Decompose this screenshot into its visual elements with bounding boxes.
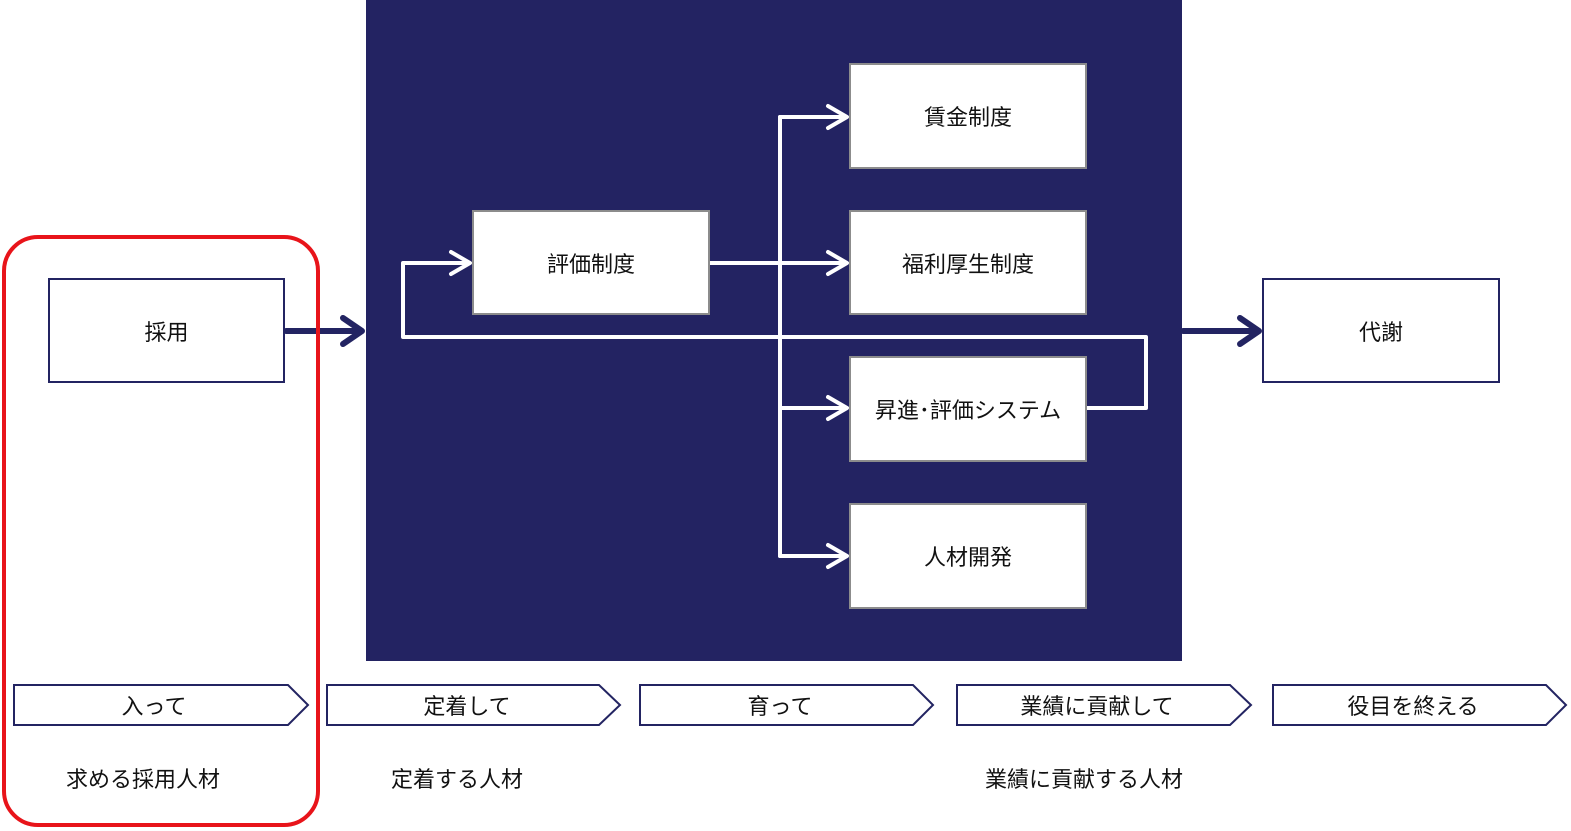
box-welfare-label: 福利厚生制度	[901, 252, 1034, 278]
stage-chevron-3	[639, 684, 935, 726]
box-metabolism-label: 代謝	[1358, 320, 1403, 346]
recruitment-highlight-frame	[2, 235, 320, 827]
arrowhead-wage	[826, 104, 849, 130]
stage-label-2: 定着して	[423, 695, 511, 720]
stage-chevron-1	[13, 684, 310, 726]
box-recruitment-label: 採用	[144, 320, 189, 346]
loop-line	[401, 261, 1148, 410]
stage-chevron-4	[956, 684, 1253, 726]
box-evaluation-label: 評価制度	[546, 252, 635, 278]
box-recruitment: 採用	[48, 278, 285, 383]
box-promotion: 昇進･評価システム	[849, 356, 1087, 462]
box-wage-label: 賃金制度	[923, 106, 1012, 131]
stage-label-3: 育って	[747, 695, 813, 720]
arrow-panel-to-metabolism	[1180, 315, 1262, 347]
arrow-recruit-to-panel	[283, 315, 365, 347]
stage-label-5: 役目を終える	[1347, 695, 1479, 720]
box-development-label: 人材開発	[923, 546, 1012, 571]
stage-chevron-5	[1272, 684, 1568, 726]
arrowhead-evaluation	[449, 250, 472, 276]
box-evaluation: 評価制度	[472, 210, 710, 315]
box-development: 人材開発	[849, 503, 1087, 609]
stage-chevron-2	[326, 684, 622, 726]
box-welfare: 福利厚生制度	[849, 210, 1087, 315]
caption-settling-talent: 定着する人材	[391, 768, 524, 793]
box-wage: 賃金制度	[849, 63, 1087, 169]
arrowhead-welfare	[826, 250, 849, 276]
caption-desired-talent: 求める採用人材	[66, 768, 221, 793]
stage-label-1: 入って	[121, 695, 187, 720]
box-metabolism: 代謝	[1262, 278, 1500, 383]
arrowhead-promotion	[826, 395, 849, 421]
box-promotion-label: 昇進･評価システム	[874, 399, 1062, 424]
caption-contributing-talent: 業績に貢献する人材	[985, 768, 1184, 793]
arrowhead-development	[826, 543, 849, 569]
stage-label-4: 業績に貢献して	[1020, 695, 1174, 720]
